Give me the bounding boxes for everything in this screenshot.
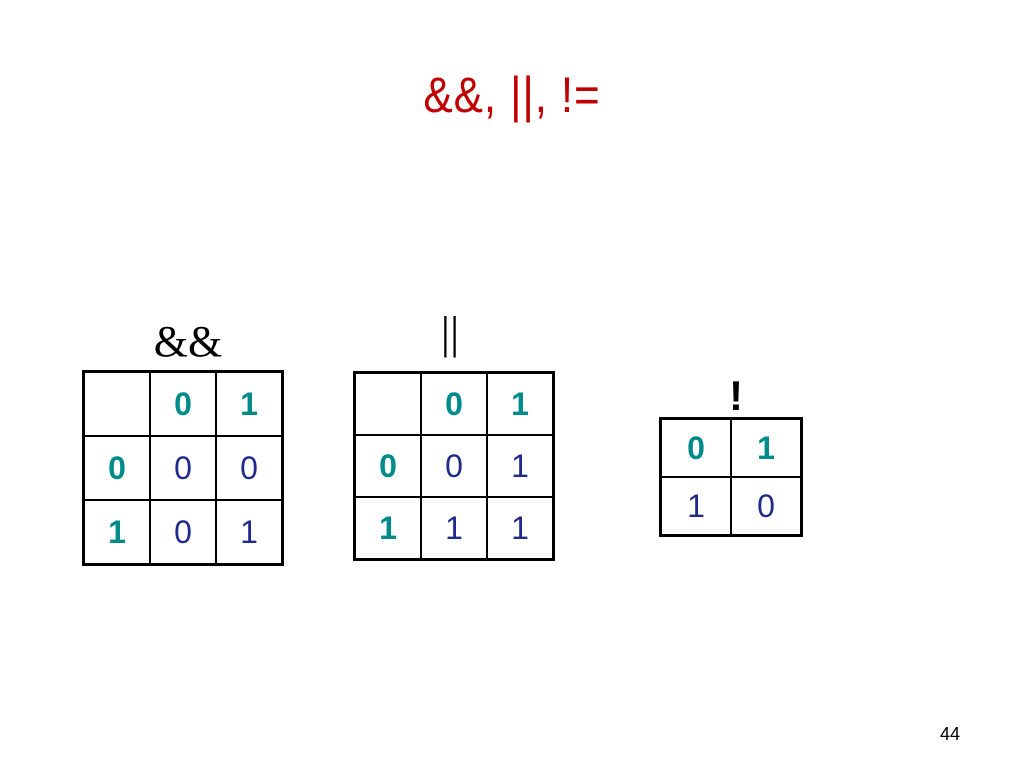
table-cell: 0 xyxy=(215,435,284,501)
table-cell: 1 xyxy=(659,476,732,537)
table-cell: 0 xyxy=(730,476,803,537)
table-header-row: 0 1 xyxy=(353,371,555,436)
column-header: 1 xyxy=(486,371,555,436)
not-truth-table: 0 1 1 0 xyxy=(659,417,803,537)
and-operator-label: && xyxy=(153,317,223,366)
slide-title: &&, ||, != xyxy=(423,67,601,123)
table-cell: 0 xyxy=(420,434,488,498)
corner-cell xyxy=(82,370,151,437)
table-row: 0 0 1 xyxy=(353,434,555,498)
table-cell: 1 xyxy=(486,496,555,561)
table-header-row: 0 1 xyxy=(659,417,803,478)
table-cell: 1 xyxy=(486,434,555,498)
corner-cell xyxy=(353,371,422,436)
column-header: 1 xyxy=(730,417,803,478)
column-header: 0 xyxy=(420,371,488,436)
table-row: 1 0 1 xyxy=(82,499,284,566)
column-header: 1 xyxy=(215,370,284,437)
table-row: 1 0 xyxy=(659,476,803,537)
table-row: 1 1 1 xyxy=(353,496,555,561)
table-row: 0 0 0 xyxy=(82,435,284,501)
not-operator-label: ! xyxy=(729,372,743,419)
table-cell: 1 xyxy=(420,496,488,561)
column-header: 0 xyxy=(659,417,732,478)
row-header: 1 xyxy=(353,496,422,561)
table-cell: 1 xyxy=(215,499,284,566)
page-number: 44 xyxy=(939,724,961,744)
and-truth-table: 0 1 0 0 0 1 0 1 xyxy=(82,370,284,566)
column-header: 0 xyxy=(149,370,217,437)
row-header: 0 xyxy=(82,435,151,501)
table-cell: 0 xyxy=(149,499,217,566)
table-cell: 0 xyxy=(149,435,217,501)
row-header: 1 xyxy=(82,499,151,566)
row-header: 0 xyxy=(353,434,422,498)
or-truth-table: 0 1 0 0 1 1 1 1 xyxy=(353,371,555,561)
table-header-row: 0 1 xyxy=(82,370,284,437)
or-operator-label: || xyxy=(440,307,460,358)
